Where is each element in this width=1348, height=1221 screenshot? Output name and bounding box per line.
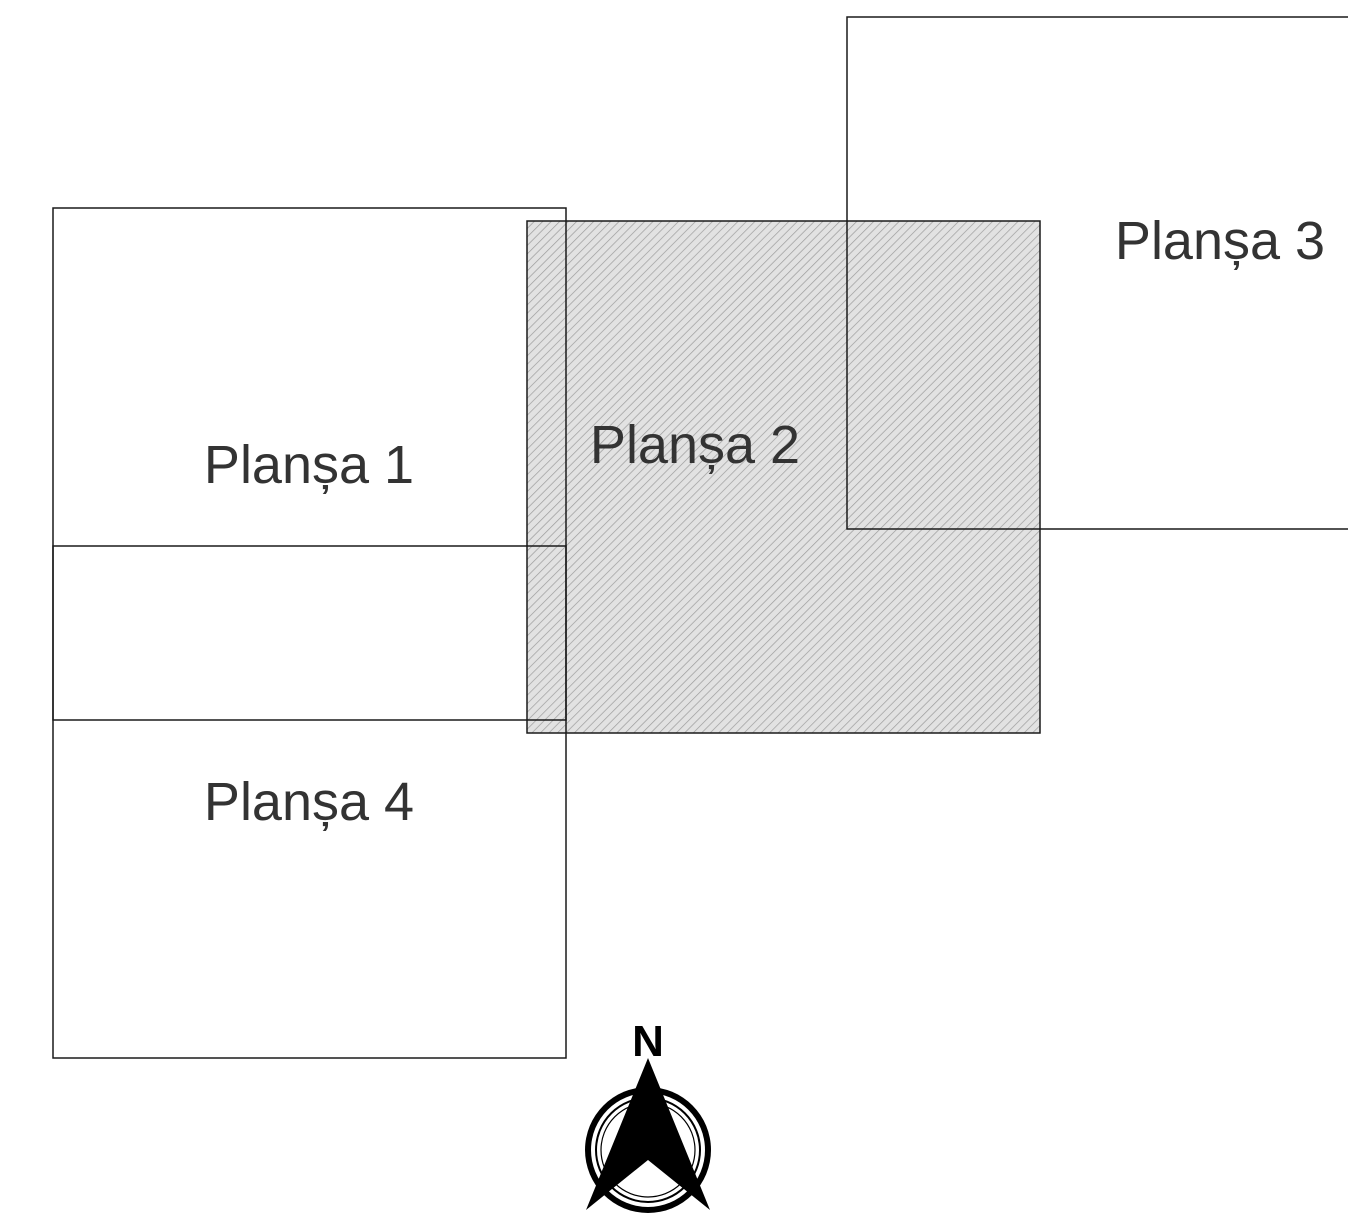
sheet-plansa-2[interactable] [526, 220, 1041, 734]
sheet-plansa-3-label: Planșa 3 [1115, 211, 1325, 271]
sheet-plansa-4-frame [52, 545, 567, 1059]
sheet-plansa-4-label: Planșa 4 [204, 772, 414, 832]
sheet-plansa-2-label: Planșa 2 [590, 415, 800, 475]
sheet-plansa-1-frame [52, 207, 567, 721]
sheet-plansa-4[interactable] [52, 545, 567, 1059]
sheet-plansa-1[interactable] [52, 207, 567, 721]
sheet-plansa-3-frame [846, 16, 1348, 530]
sheet-plansa-2-frame [526, 220, 1041, 734]
north-arrow-icon: N [585, 1017, 711, 1213]
sheet-plansa-1-label: Planșa 1 [204, 435, 414, 495]
sheet-plansa-3[interactable] [846, 16, 1348, 530]
north-label: N [632, 1017, 664, 1066]
